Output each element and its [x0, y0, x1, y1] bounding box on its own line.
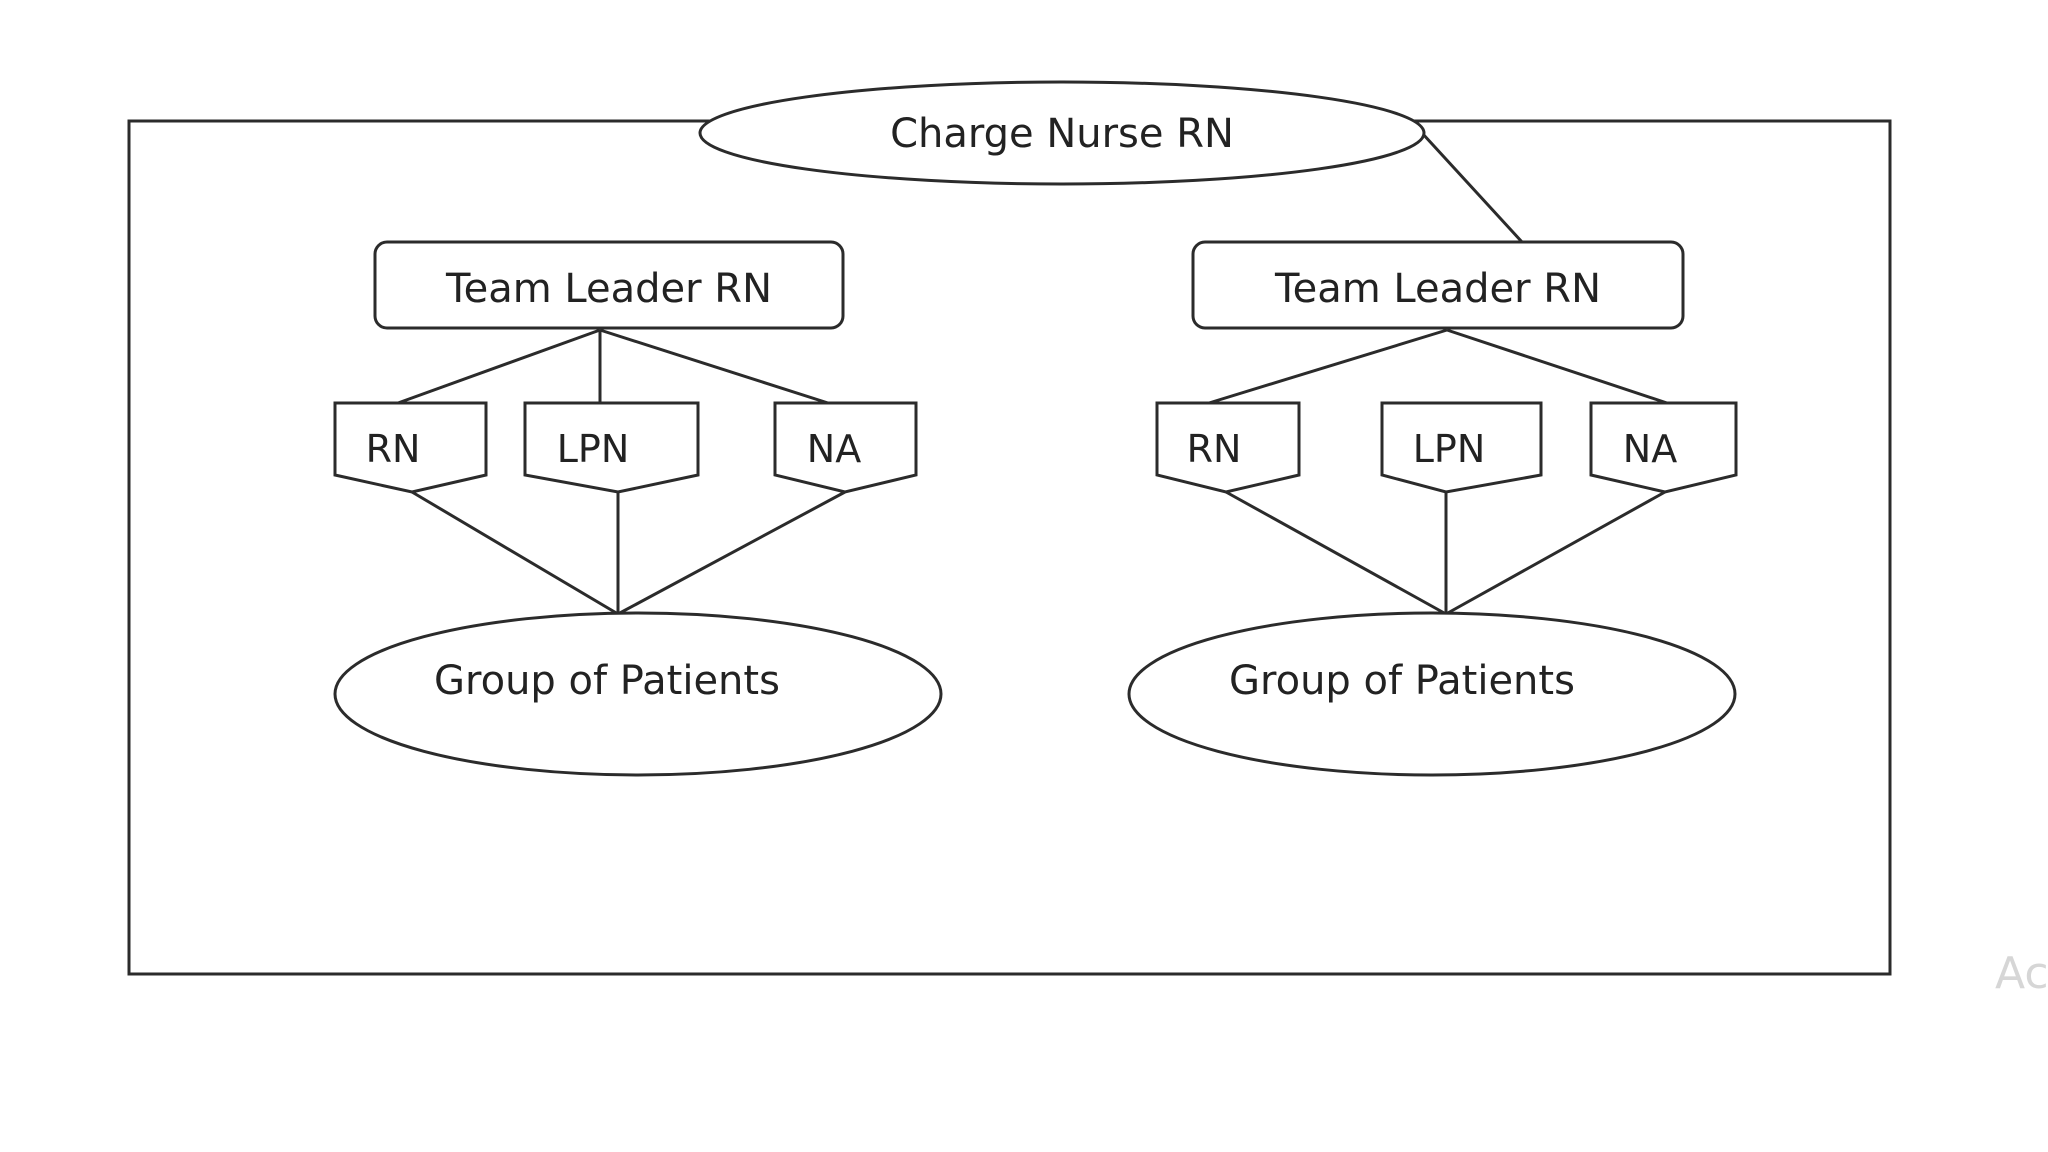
member-node-rn: RN	[1155, 401, 1301, 494]
watermark-text: Ac	[1995, 948, 2048, 999]
member-label: LPN	[1413, 427, 1486, 471]
team-1: Team Leader RN RN LPN NA Group of Patien…	[333, 240, 943, 777]
team-2-leader-rn-connector	[1208, 328, 1448, 405]
root-to-team-2-connector	[1420, 131, 1524, 244]
team-2-rn-patients-connector	[1225, 490, 1447, 616]
team-leader-node: Team Leader RN	[373, 240, 845, 330]
patients-label: Group of Patients	[1229, 658, 1575, 704]
team-2: Team Leader RN RN LPN NA Group of Patien…	[1127, 240, 1738, 777]
team-2-na-patients-connector	[1445, 490, 1666, 616]
member-label: NA	[1623, 427, 1677, 471]
charge-nurse-label: Charge Nurse RN	[890, 111, 1234, 157]
member-label: LPN	[557, 427, 630, 471]
team-leader-label: Team Leader RN	[445, 266, 772, 312]
patients-label: Group of Patients	[434, 658, 780, 704]
member-label: NA	[807, 427, 861, 471]
patients-node: Group of Patients	[1127, 611, 1737, 777]
team-1-leader-na-connector	[599, 328, 829, 405]
member-label: RN	[1187, 427, 1242, 471]
member-node-lpn: LPN	[1380, 401, 1543, 494]
patients-node: Group of Patients	[333, 611, 943, 777]
member-label: RN	[366, 427, 421, 471]
team-1-na-patients-connector	[617, 490, 846, 616]
connector-lines	[397, 131, 1668, 616]
team-leader-label: Team Leader RN	[1274, 266, 1601, 312]
team-2-leader-na-connector	[1446, 328, 1668, 405]
member-node-lpn: LPN	[523, 401, 700, 494]
team-leader-node: Team Leader RN	[1191, 240, 1685, 330]
member-node-na: NA	[1589, 401, 1738, 494]
member-node-rn: RN	[333, 401, 488, 494]
team-1-rn-patients-connector	[411, 490, 619, 616]
charge-nurse-node: Charge Nurse RN	[698, 80, 1426, 186]
member-node-na: NA	[773, 401, 918, 494]
team-1-leader-rn-connector	[397, 328, 601, 405]
